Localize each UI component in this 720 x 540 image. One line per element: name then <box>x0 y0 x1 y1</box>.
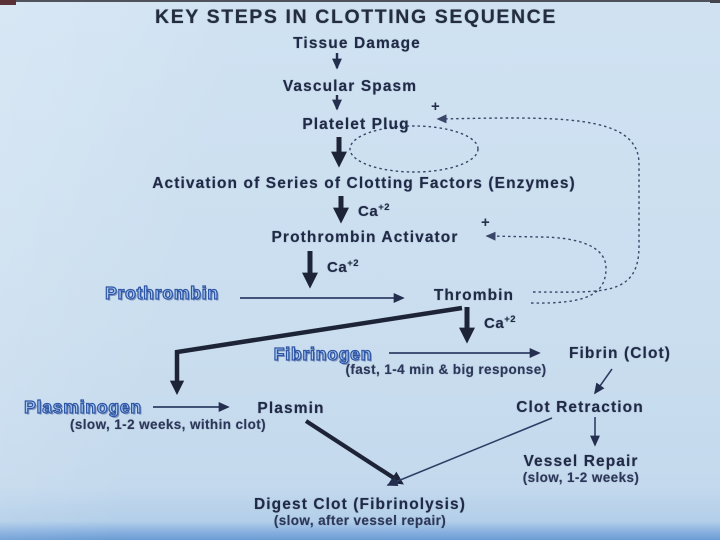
cofactor-calcium-1: Ca+2 <box>358 202 390 220</box>
feedback-thrombin-to-platelet-plug <box>436 114 640 293</box>
calcium-charge: +2 <box>347 258 360 269</box>
arrow-retraction-to-digest <box>386 417 553 487</box>
cofactor-calcium-3: Ca+2 <box>484 314 516 332</box>
node-activation: Activation of Series of Clotting Factors… <box>152 175 576 192</box>
node-platelet-plug: Platelet Plug <box>302 116 410 133</box>
plus-sign-platelet-feedback: + <box>431 98 440 115</box>
cofactor-calcium-2: Ca+2 <box>327 258 359 276</box>
photo-corner-artifact-right <box>710 0 720 3</box>
node-thrombin: Thrombin <box>433 287 515 304</box>
photo-top-edge <box>0 0 720 2</box>
arrow-plasmin-to-digest <box>304 419 404 485</box>
note-digest-speed: (slow, after vessel repair) <box>273 513 447 528</box>
arrow-fibrin-to-retraction <box>594 368 613 395</box>
note-plasmin-speed: (slow, 1-2 weeks, within clot) <box>69 417 267 432</box>
slide-title: KEY STEPS IN CLOTTING SEQUENCE <box>155 6 557 28</box>
calcium-charge: +2 <box>378 202 391 213</box>
calcium-symbol: Ca <box>358 203 379 220</box>
node-plasmin: Plasmin <box>257 400 325 417</box>
plus-sign-activator-feedback: + <box>481 214 490 231</box>
calcium-charge: +2 <box>504 314 517 325</box>
node-vascular-spasm: Vascular Spasm <box>282 78 418 95</box>
note-fibrin-speed: (fast, 1-4 min & big response) <box>345 362 547 377</box>
feedback-thrombin-to-prothrombin-activator <box>485 231 607 304</box>
node-clot-retraction: Clot Retraction <box>516 399 644 416</box>
calcium-symbol: Ca <box>484 315 505 332</box>
feedback-platelet-plug-self-loop <box>349 125 479 173</box>
node-tissue-damage: Tissue Damage <box>293 35 421 52</box>
arrow-thrombin-to-plasmin-conversion <box>169 305 463 396</box>
note-repair-speed: (slow, 1-2 weeks) <box>522 470 640 485</box>
photo-corner-artifact <box>0 0 16 5</box>
node-vessel-repair: Vessel Repair <box>523 453 639 470</box>
calcium-symbol: Ca <box>327 259 348 276</box>
node-plasminogen: Plasminogen <box>24 396 142 417</box>
node-prothrombin-activator: Prothrombin Activator <box>271 229 459 246</box>
node-fibrinogen: Fibrinogen <box>273 343 373 364</box>
node-prothrombin: Prothrombin <box>105 282 219 303</box>
node-digest-clot: Digest Clot (Fibrinolysis) <box>253 496 467 513</box>
node-fibrin-clot: Fibrin (Clot) <box>568 345 672 362</box>
